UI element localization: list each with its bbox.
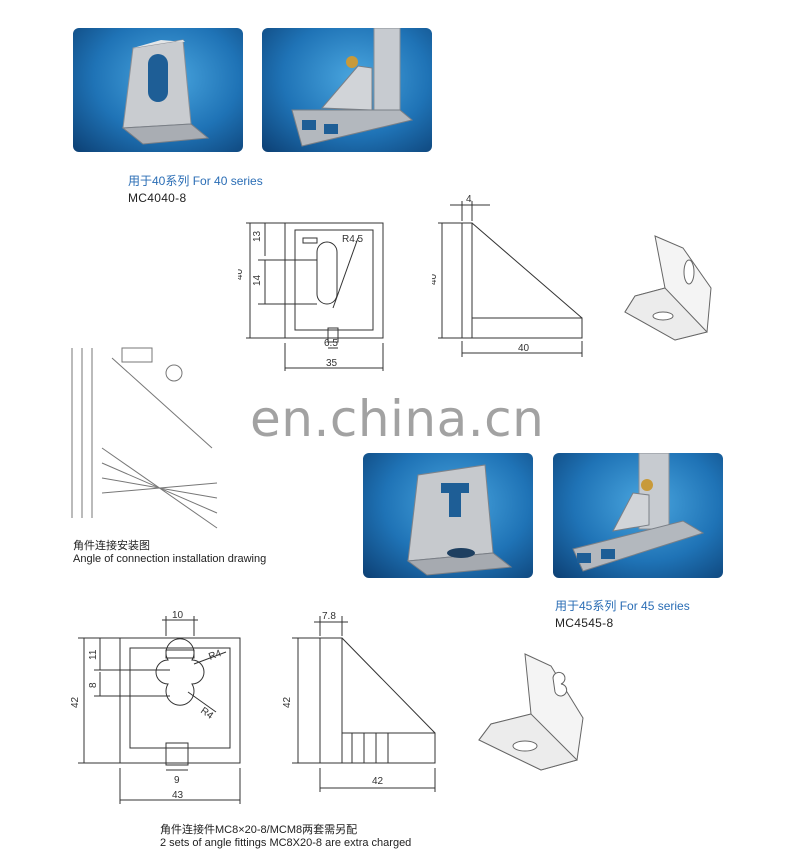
assembly-40-image bbox=[291, 28, 414, 147]
iso-bracket-40 bbox=[624, 235, 712, 341]
dim-45-top: 11 bbox=[88, 649, 99, 660]
dim-45-radius-top: R4 bbox=[207, 648, 223, 663]
assembly-45-image bbox=[572, 453, 705, 572]
series45-model: MC4545-8 bbox=[555, 616, 614, 630]
dim-45-slot-width: 9 bbox=[174, 775, 180, 786]
series45-caption-cn: 用于45系列 bbox=[555, 599, 617, 613]
footer-note-cn: 角件连接件MC8×20-8/MCM8两套需另配 bbox=[160, 824, 358, 836]
watermark-text: en.china.cn bbox=[250, 390, 545, 448]
dim-40-side-width: 40 bbox=[518, 343, 530, 354]
dim-45-mid: 8 bbox=[88, 682, 99, 688]
photo-bracket-45 bbox=[363, 453, 533, 578]
drawing-45-front: 10 42 11 8 R4 R4 9 43 bbox=[70, 610, 241, 804]
bracket-40-image bbox=[121, 39, 210, 145]
dim-40-width: 35 bbox=[326, 358, 338, 369]
series40-caption-cn: 用于40系列 bbox=[128, 174, 190, 188]
dim-45-side-top: 7.8 bbox=[322, 611, 336, 622]
dim-40-side-height: 40 bbox=[432, 273, 439, 285]
iso-bracket-45 bbox=[478, 653, 584, 771]
photo-assembly-40 bbox=[262, 28, 432, 152]
dim-40-slot: 14 bbox=[252, 274, 263, 286]
dim-40-top: 13 bbox=[252, 230, 263, 242]
series40-model: MC4040-8 bbox=[128, 191, 187, 205]
bracket-45-image bbox=[406, 464, 513, 576]
dim-40-slot-width: 6.5 bbox=[324, 338, 338, 349]
installation-caption-en: Angle of connection installation drawing bbox=[73, 553, 267, 565]
photo-assembly-45 bbox=[553, 453, 723, 578]
dim-45-side-width: 42 bbox=[372, 776, 384, 787]
drawing-40-side: 4 40 40 bbox=[432, 194, 583, 357]
dim-45-side-height: 42 bbox=[282, 696, 293, 708]
installation-drawing bbox=[71, 347, 218, 529]
dim-40-height: 40 bbox=[238, 268, 245, 280]
dim-40-radius: R4.5 bbox=[342, 234, 364, 245]
dim-45-width: 43 bbox=[172, 790, 184, 801]
photo-bracket-40 bbox=[73, 28, 243, 152]
dim-40-side-top: 4 bbox=[466, 194, 472, 205]
dim-45-height: 42 bbox=[70, 696, 81, 708]
series40-caption-en: For 40 series bbox=[192, 174, 263, 188]
drawing-40-front: 40 13 14 R4.5 6.5 35 bbox=[238, 222, 384, 371]
footer-note-en: 2 sets of angle fittings MC8X20-8 are ex… bbox=[160, 837, 412, 849]
series45-caption-en: For 45 series bbox=[619, 599, 690, 613]
dim-45-top-width: 10 bbox=[172, 610, 184, 621]
installation-caption-cn: 角件连接安装图 bbox=[73, 540, 150, 552]
dim-45-radius-bottom: R4 bbox=[198, 705, 215, 722]
drawing-45-side: 7.8 42 42 bbox=[282, 611, 436, 792]
